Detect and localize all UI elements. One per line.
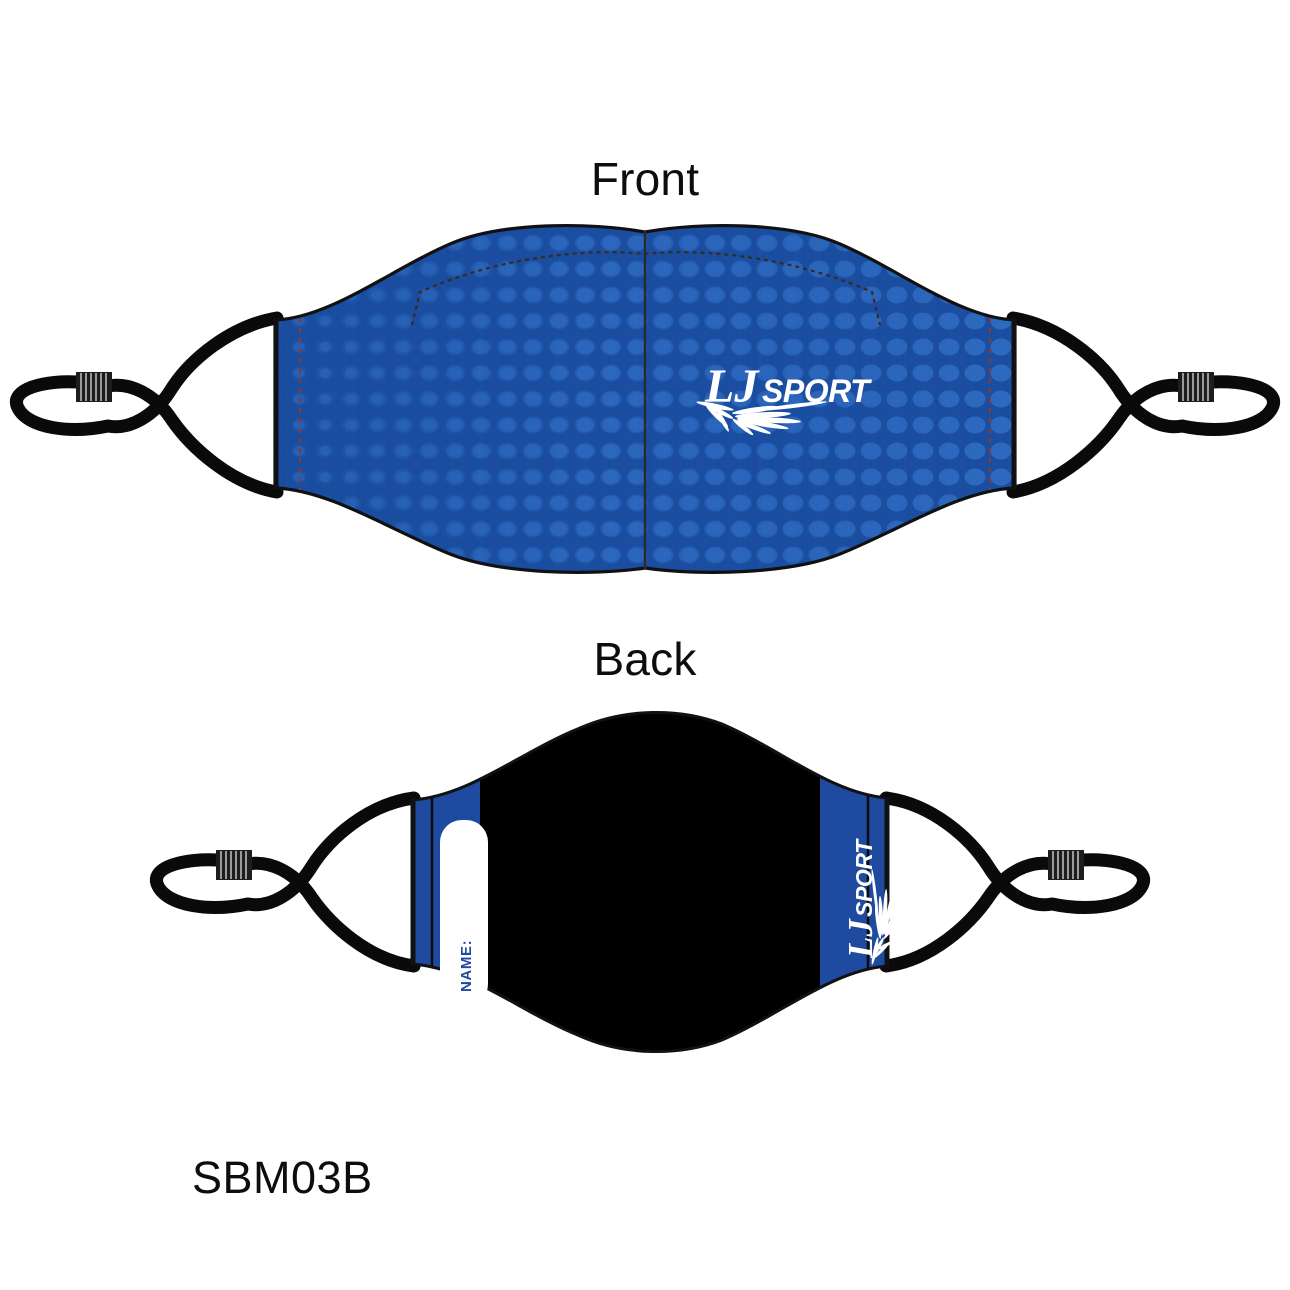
name-tag-label: NAME: (458, 940, 475, 992)
front-nose-dart-seam (410, 251, 882, 326)
back-logo: LJ SPORT (841, 838, 897, 965)
logo-starburst-rays-icon (696, 401, 827, 436)
front-right-strap-adjuster (1178, 372, 1214, 402)
front-left-ear-strap (10, 311, 284, 499)
front-mask-figure: LJ SPORT (0, 223, 1290, 580)
back-right-strap-adjuster (1048, 850, 1084, 880)
product-code-label: SBM03B (192, 1152, 373, 1203)
svg-text:SPORT: SPORT (762, 373, 872, 409)
logo-lj-text: LJ (704, 360, 760, 413)
name-tag-field[interactable] (440, 820, 488, 1006)
front-mask-body (273, 223, 1017, 574)
back-right-ear-strap (879, 791, 1150, 973)
back-logo-lj-text: LJ (841, 918, 880, 959)
back-view-title: Back (593, 633, 697, 685)
front-logo: LJ SPORT (696, 360, 873, 436)
back-left-ear-strap (150, 791, 421, 973)
front-view-title: Front (590, 153, 700, 205)
svg-text:LJ: LJ (704, 360, 760, 413)
front-left-strap-adjuster (76, 372, 112, 402)
back-mask-figure: NAME: (0, 710, 1290, 1054)
back-left-strap-adjuster (216, 850, 252, 880)
back-logo-sport-text: SPORT (851, 838, 877, 917)
logo-sport-text: SPORT (762, 373, 873, 409)
back-name-tag[interactable]: NAME: (440, 820, 488, 1006)
back-logo-starburst-rays-icon (871, 869, 897, 965)
front-right-ear-strap (1006, 311, 1280, 499)
